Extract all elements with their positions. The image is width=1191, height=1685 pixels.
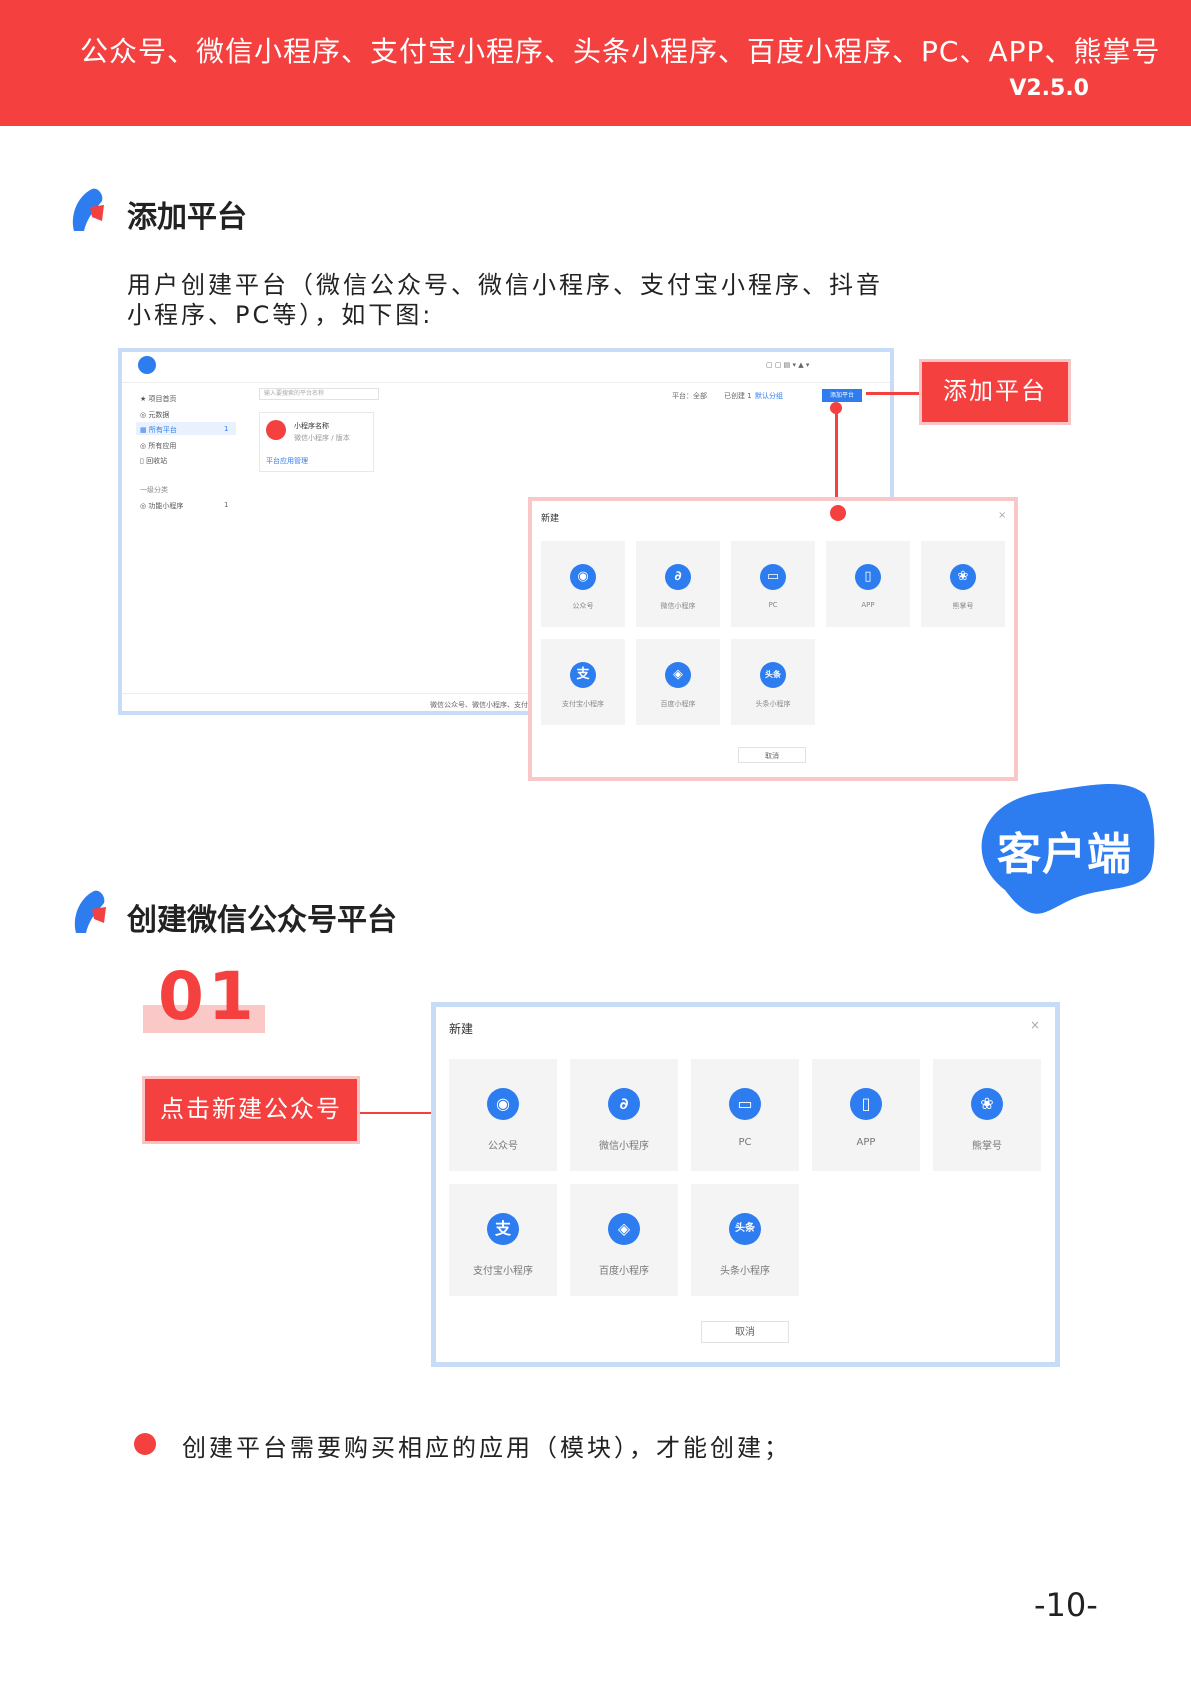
header-banner xyxy=(0,0,1191,126)
sidebar-item-group[interactable]: ◎ 功能小程序 xyxy=(140,502,184,510)
baidu-icon: ◈ xyxy=(608,1213,640,1245)
paw-icon: ❀ xyxy=(971,1088,1003,1120)
group-count: 1 xyxy=(224,501,229,509)
sidebar-item-home[interactable]: ★ 项目首页 xyxy=(140,395,177,403)
platform-tile-label: 公众号 xyxy=(572,602,594,610)
platform-tile-label: 支付宝小程序 xyxy=(562,700,604,708)
header-title: 公众号、微信小程序、支付宝小程序、头条小程序、百度小程序、PC、APP、熊掌号 xyxy=(80,35,1161,68)
platform-tile-label: PC xyxy=(738,1137,752,1148)
platform-tile-label: 微信小程序 xyxy=(599,1141,649,1152)
sidebar-count: 1 xyxy=(224,425,229,433)
sidebar-label: 功能小程序 xyxy=(148,502,184,510)
cancel-button[interactable]: 取消 xyxy=(738,747,806,763)
alipay-icon: 支 xyxy=(487,1213,519,1245)
section-bullet-icon xyxy=(72,188,104,231)
platform-tile-label: 百度小程序 xyxy=(599,1266,649,1277)
section-title-add-platform: 添加平台 xyxy=(127,200,247,235)
version-label: V2.5.0 xyxy=(1009,76,1089,101)
section-title-create-wechat: 创建微信公众号平台 xyxy=(127,903,397,938)
miniprogram-icon: ∂ xyxy=(608,1088,640,1120)
logo-icon xyxy=(138,356,156,374)
platform-tile-label: PC xyxy=(768,601,778,609)
step-underline xyxy=(143,1005,265,1033)
sidebar-label: 所有应用 xyxy=(148,442,177,450)
bullet-dot xyxy=(134,1433,156,1455)
alipay-icon: 支 xyxy=(570,662,596,688)
phone-icon: ▯ xyxy=(850,1088,882,1120)
modal-title: 新建 xyxy=(541,514,560,524)
sidebar-active-highlight xyxy=(136,422,236,435)
wechat-icon: ◉ xyxy=(570,564,596,590)
sidebar-label: 回收站 xyxy=(146,457,168,465)
card-manage-link[interactable]: 平台应用管理 xyxy=(266,457,308,465)
paw-icon: ❀ xyxy=(950,564,976,590)
card-subtitle: 微信小程序 / 版本 xyxy=(294,434,350,442)
platform-tile-label: 熊掌号 xyxy=(952,602,974,610)
toolbar-icons: ▢ ▢ ▤ ▾ ▲ ▾ xyxy=(766,361,810,369)
footer-text: 微信公众号、微信小程序、支付宝小程序 xyxy=(430,701,556,709)
phone-icon: ▯ xyxy=(855,564,881,590)
platform-logo-icon xyxy=(266,420,286,440)
modal-title: 新建 xyxy=(449,1022,474,1036)
filter-platform[interactable]: 平台：全部 xyxy=(672,392,707,400)
monitor-icon: ▭ xyxy=(760,564,786,590)
sidebar-label: 项目首页 xyxy=(148,395,177,403)
platform-tile-label: 头条小程序 xyxy=(720,1266,770,1277)
toutiao-icon: 头条 xyxy=(729,1213,761,1245)
monitor-icon: ▭ xyxy=(729,1088,761,1120)
sidebar-label: 元数据 xyxy=(148,411,170,419)
add-platform-button[interactable]: 添加平台 xyxy=(822,389,862,402)
close-icon[interactable]: × xyxy=(998,510,1007,521)
platform-tile-label: 微信小程序 xyxy=(660,602,696,610)
platform-tile-label: 支付宝小程序 xyxy=(473,1266,533,1277)
connector-line xyxy=(866,392,921,395)
divider xyxy=(122,382,890,383)
baidu-icon: ◈ xyxy=(665,662,691,688)
sidebar-label: 所有平台 xyxy=(148,426,177,434)
wechat-icon: ◉ xyxy=(487,1088,519,1120)
add-platform-callout: 添加平台 xyxy=(919,359,1071,425)
toutiao-icon: 头条 xyxy=(760,662,786,688)
new-account-callout: 点击新建公众号 xyxy=(142,1076,360,1144)
connector-line xyxy=(835,408,838,512)
note-text: 创建平台需要购买相应的应用（模块），才能创建； xyxy=(182,1434,791,1462)
step-number: 01 xyxy=(158,958,258,1035)
connector-dot xyxy=(830,505,846,521)
divider xyxy=(122,693,890,694)
platform-tile-label: 熊掌号 xyxy=(972,1141,1002,1152)
filter-group[interactable]: 默认分组 xyxy=(755,392,783,400)
close-icon[interactable]: × xyxy=(1030,1018,1041,1032)
platform-tile-label: APP xyxy=(861,601,875,609)
client-badge-shape xyxy=(981,783,1155,914)
cancel-button[interactable]: 取消 xyxy=(701,1321,789,1343)
filter-created[interactable]: 已创建 1 xyxy=(724,392,752,400)
sidebar-item-trash[interactable]: ▯ 回收站 xyxy=(140,457,168,465)
miniprogram-icon: ∂ xyxy=(665,564,691,590)
group-label: 一级分类 xyxy=(140,486,168,494)
card-title: 小程序名称 xyxy=(294,422,329,430)
platform-search-input[interactable]: 输入要搜索的平台名称 xyxy=(259,388,379,400)
platform-tile-label: 公众号 xyxy=(488,1141,518,1152)
intro-paragraph: 用户创建平台（微信公众号、微信小程序、支付宝小程序、抖音小程序、PC等），如下图… xyxy=(127,271,883,329)
connector-line xyxy=(360,1112,475,1114)
platform-tile-label: 头条小程序 xyxy=(755,700,791,708)
client-badge: 客户端 xyxy=(997,829,1132,880)
page-number: -10- xyxy=(1034,1586,1098,1624)
sidebar-item-meta[interactable]: ◎ 元数据 xyxy=(140,411,170,419)
section-bullet-icon xyxy=(74,890,106,933)
sidebar-item-apps[interactable]: ◎ 所有应用 xyxy=(140,442,177,450)
platform-tile-label: 百度小程序 xyxy=(660,700,696,708)
sidebar-item-platforms[interactable]: ▦ 所有平台 xyxy=(140,426,177,434)
platform-tile-label: APP xyxy=(856,1137,876,1148)
